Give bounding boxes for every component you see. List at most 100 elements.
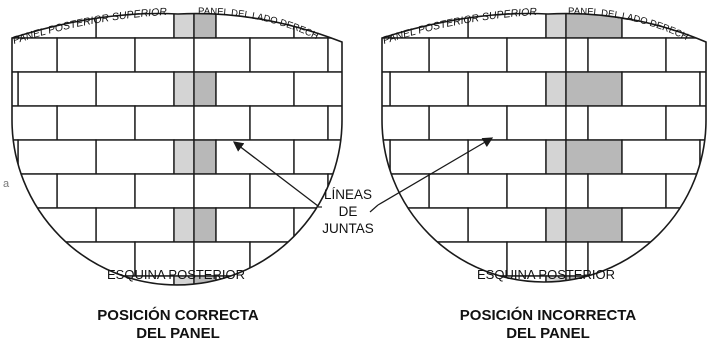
left-side-end-brick — [193, 241, 251, 277]
right-side-end-brick — [565, 71, 623, 107]
callout-tick-right — [369, 204, 379, 213]
left-back-brick — [17, 207, 97, 243]
left-side-brick — [293, 71, 342, 107]
right-back-end-brick — [545, 71, 567, 107]
left-back-brick — [12, 241, 58, 277]
right-side-end-brick — [565, 139, 623, 175]
left-back-brick — [56, 173, 136, 209]
left-side-brick — [327, 37, 342, 73]
right-back-brick — [467, 71, 547, 107]
left-side-end-brick — [193, 275, 217, 285]
left-circular-outline — [11, 12, 343, 286]
left-side-brick — [249, 241, 329, 277]
right-back-brick — [382, 105, 430, 141]
right-caption: ESQUINA POSTERIOR — [477, 267, 615, 282]
left-back-end-brick — [173, 71, 195, 107]
right-side-brick — [621, 275, 701, 282]
left-back-brick — [12, 37, 58, 73]
left-title-line-1: POSICIÓN CORRECTA — [97, 306, 259, 324]
right-circular-outline — [381, 12, 707, 283]
right-back-end-brick — [545, 275, 567, 282]
right-side-brick — [587, 105, 667, 141]
right-back-end-brick — [506, 105, 567, 141]
right-side-brick — [587, 37, 667, 73]
right-back-end-brick — [545, 13, 567, 39]
left-side-brick — [215, 71, 295, 107]
callout-line-1: LÍNEAS — [324, 187, 372, 202]
left-back-brick — [12, 71, 19, 107]
right-back-end-brick — [545, 207, 567, 243]
callout-line-3: JUNTAS — [322, 221, 374, 236]
right-back-brick — [389, 139, 469, 175]
right-back-brick — [389, 207, 469, 243]
left-back-brick — [17, 139, 97, 175]
left-title-line-2: DEL PANEL — [136, 325, 220, 342]
left-back-brick — [12, 207, 19, 243]
left-side-brick — [249, 173, 329, 209]
right-wall-diagram — [381, 12, 707, 283]
left-back-brick — [56, 37, 136, 73]
callout-line-2: DE — [339, 204, 358, 219]
right-back-brick — [382, 241, 430, 277]
left-back-end-brick — [173, 207, 195, 243]
right-back-brick — [428, 37, 508, 73]
right-side-brick — [699, 13, 706, 39]
left-side-end-brick — [193, 173, 251, 209]
left-back-end-brick — [134, 173, 195, 209]
left-caption: ESQUINA POSTERIOR — [107, 267, 245, 282]
left-side-end-brick — [193, 207, 217, 243]
right-side-end-brick — [565, 13, 623, 39]
left-back-end-brick — [173, 139, 195, 175]
right-back-brick — [382, 275, 391, 282]
right-side-end-brick — [565, 37, 589, 73]
left-side-brick — [249, 105, 329, 141]
right-brick-grid — [382, 13, 706, 282]
left-side-brick — [327, 105, 342, 141]
right-back-brick — [428, 173, 508, 209]
right-side-end-brick — [565, 207, 623, 243]
callout-arrow-left — [232, 141, 319, 207]
left-side-brick — [249, 37, 329, 73]
left-back-brick — [12, 139, 19, 175]
left-back-brick — [12, 13, 19, 39]
left-side-brick — [215, 207, 295, 243]
right-side-brick — [621, 71, 701, 107]
right-back-end-brick — [545, 139, 567, 175]
stray-letter: a — [3, 178, 10, 190]
left-side-end-brick — [193, 139, 217, 175]
right-back-brick — [428, 105, 508, 141]
left-side-brick — [215, 139, 295, 175]
left-back-brick — [17, 71, 97, 107]
left-side-end-brick — [193, 37, 251, 73]
right-side-end-brick — [565, 105, 589, 141]
left-back-brick — [12, 105, 58, 141]
right-side-brick — [699, 71, 706, 107]
right-side-brick — [699, 207, 706, 243]
left-back-end-brick — [134, 105, 195, 141]
right-side-brick — [621, 139, 701, 175]
left-side-brick — [293, 139, 342, 175]
left-back-brick — [95, 207, 175, 243]
left-side-brick — [372, 276, 450, 310]
right-side-brick — [587, 173, 667, 209]
right-back-brick — [389, 71, 469, 107]
left-side-brick — [293, 275, 342, 285]
right-back-brick — [389, 275, 469, 282]
callout-arrow-right — [377, 137, 494, 206]
left-back-brick — [12, 275, 19, 285]
left-back-end-brick — [173, 13, 195, 39]
left-side-end-brick — [193, 105, 251, 141]
left-back-brick — [56, 105, 136, 141]
left-back-brick — [95, 71, 175, 107]
left-back-end-brick — [134, 37, 195, 73]
right-back-end-brick — [506, 37, 567, 73]
right-side-end-brick — [565, 173, 589, 209]
right-side-brick — [665, 241, 706, 277]
right-back-end-brick — [506, 173, 567, 209]
right-back-brick — [382, 71, 391, 107]
right-back-brick — [467, 207, 547, 243]
left-side-end-brick — [193, 71, 217, 107]
left-back-brick — [17, 275, 97, 285]
left-back-end-brick — [173, 275, 195, 285]
